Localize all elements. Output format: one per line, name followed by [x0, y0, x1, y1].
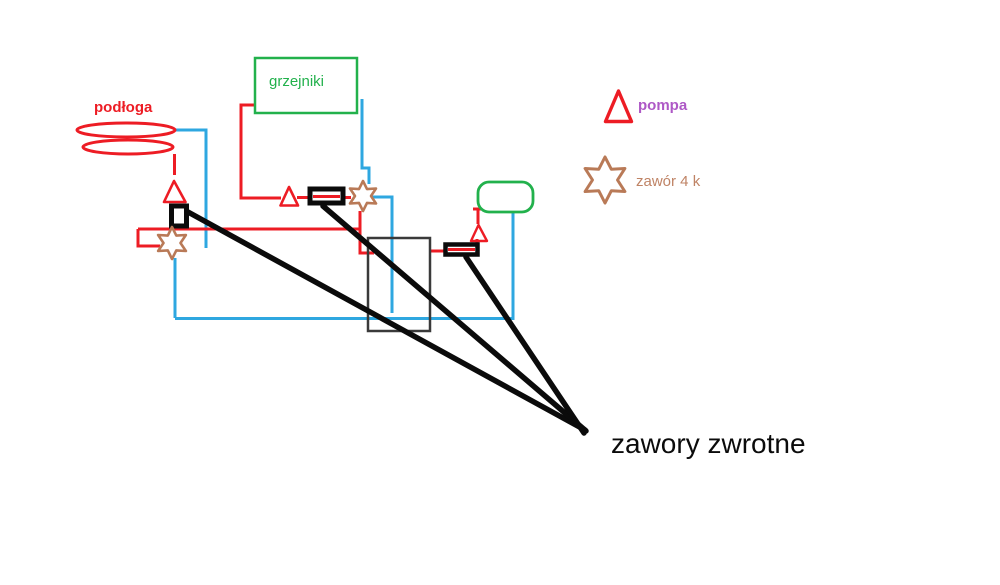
- radiators-box: [253, 56, 359, 115]
- pump-triangle-radiators-icon: [279, 185, 300, 207]
- floor-coil-ellipse-bottom: [81, 138, 175, 156]
- annotation-line-middle: [320, 203, 589, 434]
- pipe-radiators-return-blue: [360, 99, 371, 184]
- pipe-floor-return-blue: [176, 128, 208, 248]
- pipe-tank-drop-red: [473, 207, 481, 224]
- four-way-valve-star-middle-icon: [348, 179, 378, 213]
- legend-valve4-label: zawór 4 k: [636, 173, 701, 190]
- annotation-line-left: [185, 209, 588, 433]
- floor-label: podłoga: [94, 99, 153, 116]
- pipe-radiators-supply-red: [239, 103, 281, 200]
- check-valve-left-icon: [169, 203, 189, 229]
- pump-triangle-floor-icon: [162, 179, 187, 204]
- check-valves-label: zawory zwrotne: [611, 428, 806, 459]
- pump-triangle-tank-icon: [469, 223, 489, 243]
- legend-valve-star-icon: [583, 155, 627, 205]
- pipe-mid-star-down-blue: [371, 195, 394, 313]
- legend-pump-triangle-icon: [603, 89, 634, 124]
- legend-pump-label: pompa: [638, 97, 688, 114]
- annotation-line-right: [463, 254, 587, 436]
- tank-rounded-box: [476, 180, 535, 214]
- radiators-label: grzejniki: [269, 73, 325, 90]
- pipe-left-loop-red: [136, 229, 160, 248]
- pipe-star-to-boiler-red: [358, 211, 374, 255]
- floor-coil-ellipse-top: [75, 121, 177, 139]
- four-way-valve-star-left-icon: [156, 225, 188, 261]
